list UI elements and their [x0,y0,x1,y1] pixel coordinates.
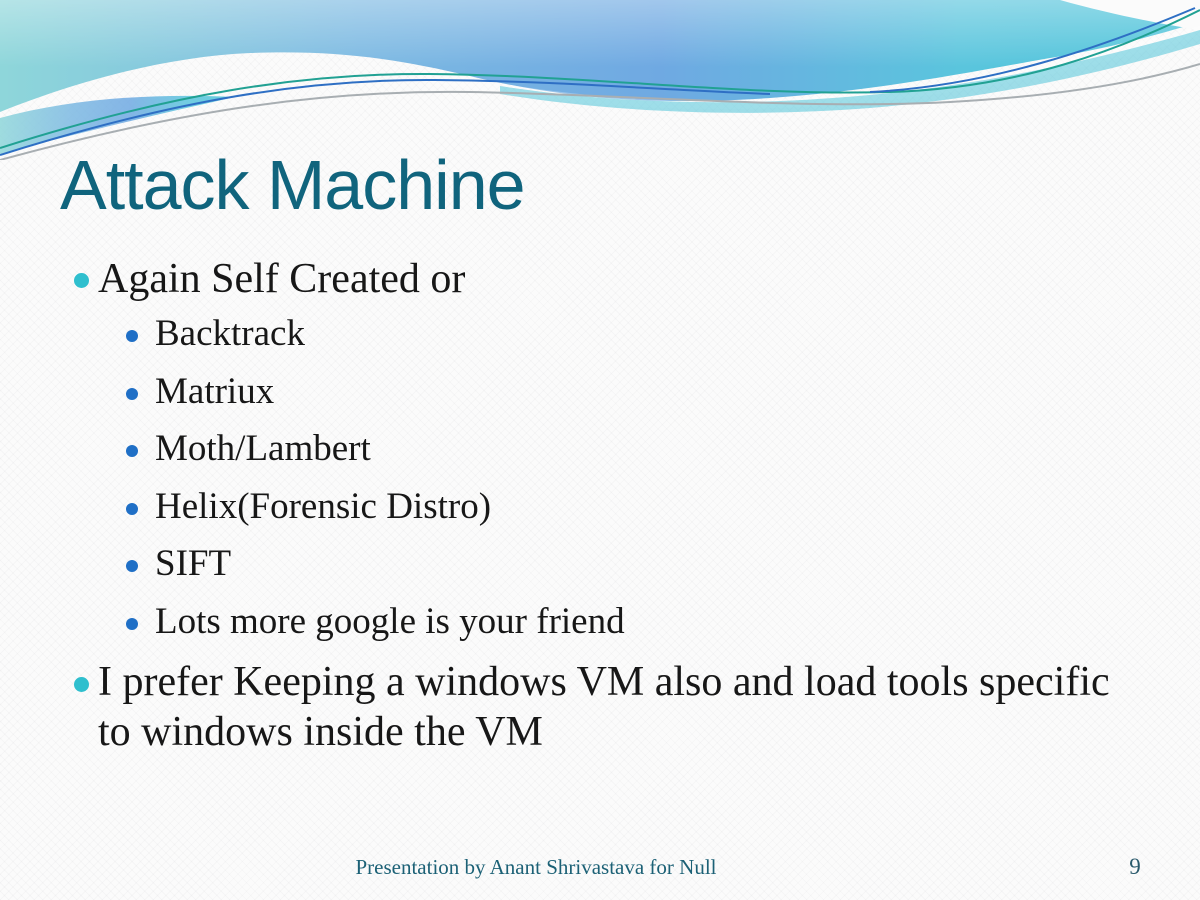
sub-bullet-item: Lots more google is your friend [60,593,1152,651]
bullet-item: I prefer Keeping a windows VM also and l… [60,657,1152,757]
slide-title: Attack Machine [60,146,526,224]
sub-bullet-text: Backtrack [155,313,305,354]
bullet-dot-icon [74,273,89,288]
sub-bullet-dot-icon [126,387,138,400]
slide-page-number: 9 [1129,854,1141,879]
bullet-item: Again Self Created or [60,253,1152,305]
sub-bullet-item: Matriux [60,363,1152,421]
sub-bullet-text: Helix(Forensic Distro) [155,485,492,527]
wave-line-gray [0,63,1200,160]
wave-band-sheen [0,0,1200,112]
sub-bullet-text: Lots more google is your friend [155,600,625,642]
sub-bullet-text: Moth/Lambert [155,428,371,469]
wave-line-teal [0,9,1200,149]
wave-inner-band [430,26,1200,109]
bullet-text: Again Self Created or [98,256,466,302]
sub-bullet-item: Moth/Lambert [60,420,1152,478]
sub-bullet-dot-icon [126,617,138,630]
bullet-text: I prefer Keeping a windows VM also and l… [98,659,1110,755]
sub-bullet-text: SIFT [155,543,232,584]
slide-body: Again Self Created or Backtrack Matriux … [60,253,1152,757]
header-wave-graphic [0,0,1200,160]
sub-bullet-item: SIFT [60,535,1152,593]
sub-bullet-dot-icon [126,330,138,342]
bullet-dot-icon [74,677,89,692]
sub-bullet-text: Matriux [155,370,275,412]
wave-left-wedge [0,95,235,154]
wave-cyan-band [500,30,1200,113]
sub-bullet-dot-icon [126,502,138,515]
sub-bullet-item: Backtrack [60,305,1152,363]
sub-bullet-dot-icon [126,445,138,457]
sub-bullet-item: Helix(Forensic Distro) [60,478,1152,536]
sub-bullet-dot-icon [126,560,138,572]
wave-line-blue [0,7,1196,156]
wave-white-corner [1060,0,1200,30]
slide-footer: Presentation by Anant Shrivastava for Nu… [355,855,717,879]
